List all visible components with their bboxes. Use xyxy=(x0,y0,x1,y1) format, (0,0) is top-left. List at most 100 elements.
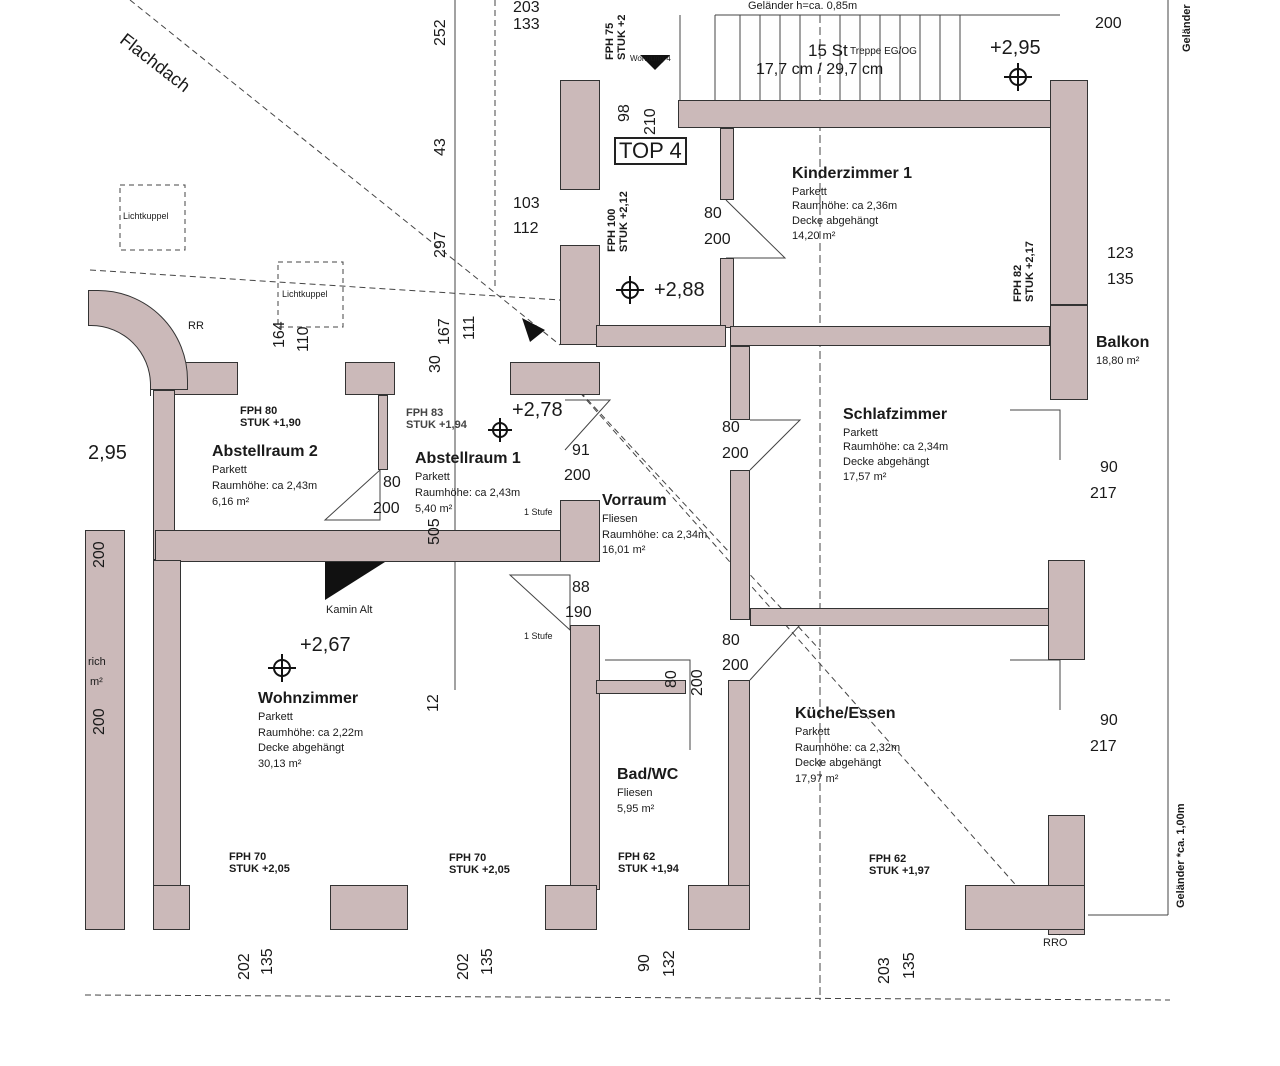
wall xyxy=(720,258,734,328)
wall xyxy=(153,560,181,890)
room-height: Raumhöhe: ca 2,43m xyxy=(415,487,521,500)
dimension: 80 xyxy=(722,419,740,436)
wall xyxy=(596,680,686,694)
wall xyxy=(510,362,600,395)
dimension: 200 xyxy=(373,500,400,517)
dimension: 135 xyxy=(259,948,276,975)
room-height: Raumhöhe: ca 2,36m xyxy=(792,200,898,213)
room-area: 16,01 m² xyxy=(602,544,646,557)
dimension: 80 xyxy=(663,670,680,688)
room-floor: Parkett xyxy=(415,471,450,484)
room-floor: Fliesen xyxy=(602,513,638,526)
stair-steps xyxy=(739,15,961,100)
step-label: 1 Stufe xyxy=(524,631,553,641)
dimension: 167 xyxy=(436,318,453,345)
railing-label: Geländer xyxy=(1181,4,1193,52)
dimension: 200 xyxy=(1095,15,1122,32)
room-vorraum: Vorraum Fliesen Raumhöhe: ca 2,34m 16,01… xyxy=(602,490,707,559)
dimension: 132 xyxy=(661,950,678,977)
level-label: +2,95 xyxy=(990,37,1041,59)
wall xyxy=(1050,80,1088,305)
room-area: 18,80 m² xyxy=(1096,354,1140,367)
skylight-label: Lichtkuppel xyxy=(123,211,169,221)
wall xyxy=(153,885,190,930)
room-floor: Fliesen xyxy=(617,787,653,800)
dimension: 203 xyxy=(876,957,893,984)
room-ceiling: Decke abgehängt xyxy=(792,215,879,228)
dimension: 30 xyxy=(427,355,444,373)
room-wohnzimmer: Wohnzimmer Parkett Raumhöhe: ca 2,22m De… xyxy=(258,688,363,772)
room-name: Balkon xyxy=(1096,334,1150,351)
dimension: 112 xyxy=(513,220,539,237)
roof-edge-line xyxy=(129,0,561,346)
dimension: 202 xyxy=(236,953,253,980)
wall xyxy=(330,885,408,930)
room-area: 5,95 m² xyxy=(617,803,655,816)
dimension: 200 xyxy=(704,231,731,248)
dimension: 110 xyxy=(295,326,312,352)
room-bad-wc: Bad/WC Fliesen 5,95 m² xyxy=(617,763,678,818)
dimension: 135 xyxy=(479,948,496,975)
kamin-icon xyxy=(325,562,385,600)
dimension: 505 xyxy=(426,518,443,545)
level-label: 2,95 xyxy=(88,442,127,464)
dimension: 80 xyxy=(722,632,740,649)
chimney-label: Kamin Alt xyxy=(326,604,373,616)
wall xyxy=(560,80,600,190)
wall xyxy=(345,362,395,395)
room-name: Küche/Essen xyxy=(795,705,896,722)
wall xyxy=(730,346,750,420)
dimension: 111 xyxy=(461,315,478,340)
dimension: 123 xyxy=(1107,245,1134,262)
diagonal-line xyxy=(559,369,1061,936)
room-area: 6,16 m² xyxy=(212,496,250,509)
cut-label: m² xyxy=(90,676,103,688)
room-area: 30,13 m² xyxy=(258,757,302,770)
room-area: 5,40 m² xyxy=(415,503,453,516)
room-ceiling: Decke abgehängt xyxy=(258,742,345,755)
door-swing xyxy=(749,419,802,471)
level-label: +2,88 xyxy=(654,279,705,301)
dimension: 80 xyxy=(704,205,722,222)
wall xyxy=(750,608,1050,626)
wall xyxy=(720,128,734,200)
room-floor: Parkett xyxy=(843,426,878,439)
dimension: 103 xyxy=(513,195,540,212)
dimension: 135 xyxy=(901,952,918,979)
dimension: 200 xyxy=(722,657,749,674)
room-name: Kinderzimmer 1 xyxy=(792,165,913,182)
dimension: 164 xyxy=(271,321,288,348)
stair-dims-label: 17,7 cm / 29,7 cm xyxy=(756,61,884,78)
dimension: 252 xyxy=(432,19,449,46)
dimension: 217 xyxy=(1090,738,1117,755)
room-kueche-essen: Küche/Essen Parkett Raumhöhe: ca 2,32m D… xyxy=(795,703,900,787)
dimension: 200 xyxy=(91,541,108,568)
step-label: 1 Stufe xyxy=(524,507,553,517)
rr-label: RR xyxy=(188,320,204,332)
wall xyxy=(155,530,600,562)
room-abstellraum-2: Abstellraum 2 Parkett Raumhöhe: ca 2,43m… xyxy=(212,440,318,511)
dimension: 12 xyxy=(425,694,442,712)
dimension: 200 xyxy=(722,445,749,462)
room-ceiling: Decke abgehängt xyxy=(795,757,882,770)
dimension: 190 xyxy=(565,604,592,621)
room-floor: Parkett xyxy=(792,185,827,198)
dimension: 200 xyxy=(564,467,591,484)
level-label: +2,67 xyxy=(300,634,351,656)
room-name: Abstellraum 1 xyxy=(415,450,521,467)
railing-label: Geländer *ca. 1,00m xyxy=(1175,803,1187,908)
wall xyxy=(678,100,1080,128)
room-floor: Parkett xyxy=(258,711,293,724)
stair-name-label: Treppe EG/OG xyxy=(850,46,917,57)
entrance-label: Wohnung 4 xyxy=(630,54,671,63)
room-kinderzimmer-1: Kinderzimmer 1 Parkett Raumhöhe: ca 2,36… xyxy=(792,163,912,244)
room-area: 17,57 m² xyxy=(843,471,887,484)
wall xyxy=(730,470,750,620)
dimension: 202 xyxy=(455,953,472,980)
room-area: 14,20 m² xyxy=(792,230,836,243)
